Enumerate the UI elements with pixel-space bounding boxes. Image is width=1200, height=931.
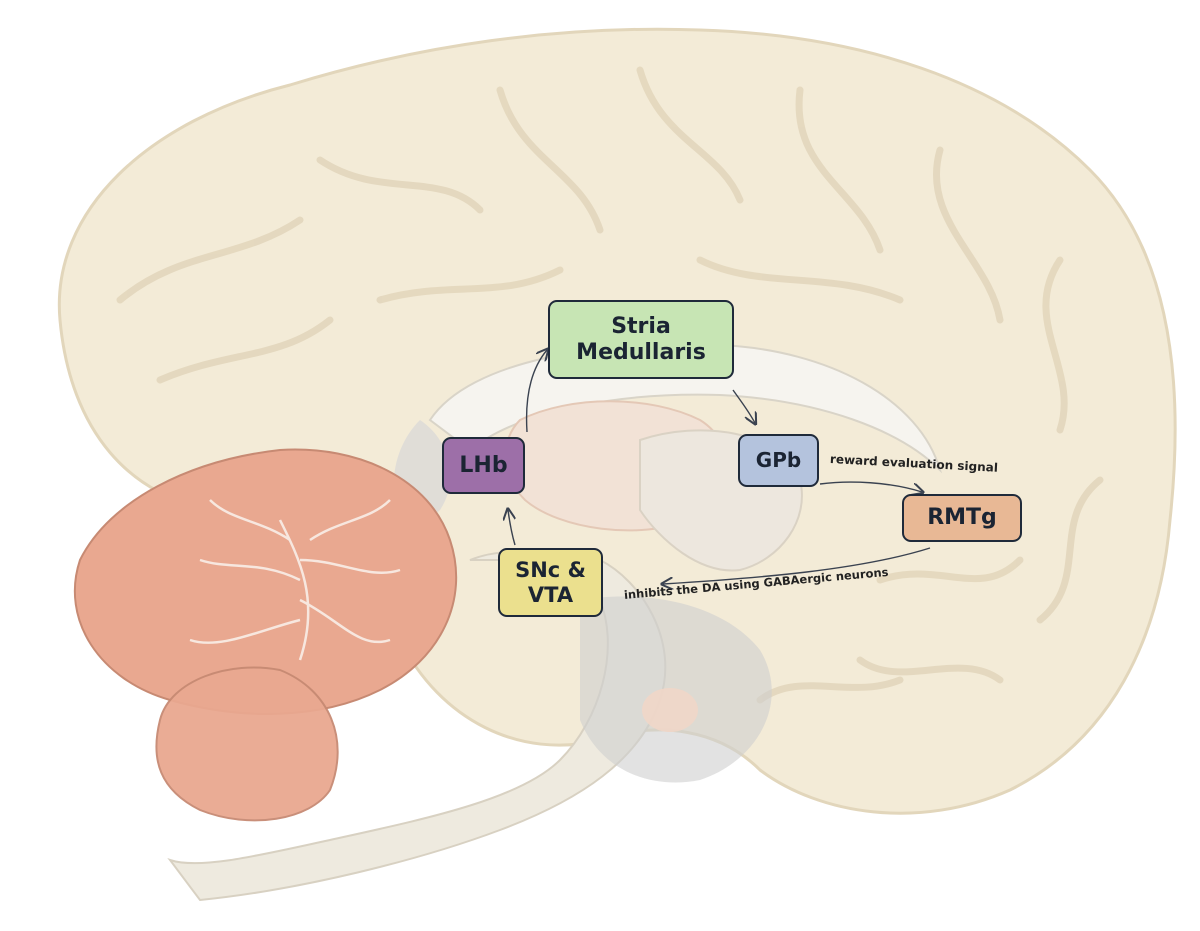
arrow-lhb-to-stria: [525, 350, 547, 433]
cortex-gyri: [116, 66, 1104, 704]
arrow-gpb-to-rmtg: [819, 481, 922, 492]
node-gpb: GPb: [738, 434, 819, 487]
node-stria-medullaris: Stria Medullaris: [548, 300, 734, 379]
node-snc-vta: SNc & VTA: [498, 548, 603, 617]
stria-line2: Medullaris: [576, 339, 706, 365]
cerebellum-folia: [189, 499, 401, 661]
rmtg-label: RMTg: [927, 505, 997, 531]
arrow-rmtg-to-snc: [663, 547, 931, 584]
cerebellum: [73, 448, 458, 715]
gpb-label: GPb: [755, 448, 802, 472]
node-lhb: LHb: [442, 437, 525, 494]
lower-cerebellum: [155, 666, 339, 822]
lhb-label: LHb: [459, 452, 508, 478]
snc-line2: VTA: [527, 582, 574, 607]
snc-line1: SNc &: [515, 558, 586, 583]
arrow-stria-to-gpb: [732, 389, 755, 423]
arrow-snc-to-lhb: [508, 510, 516, 546]
pituitary: [642, 688, 698, 732]
stria-line1: Stria: [611, 314, 671, 340]
node-rmtg: RMTg: [902, 494, 1022, 542]
